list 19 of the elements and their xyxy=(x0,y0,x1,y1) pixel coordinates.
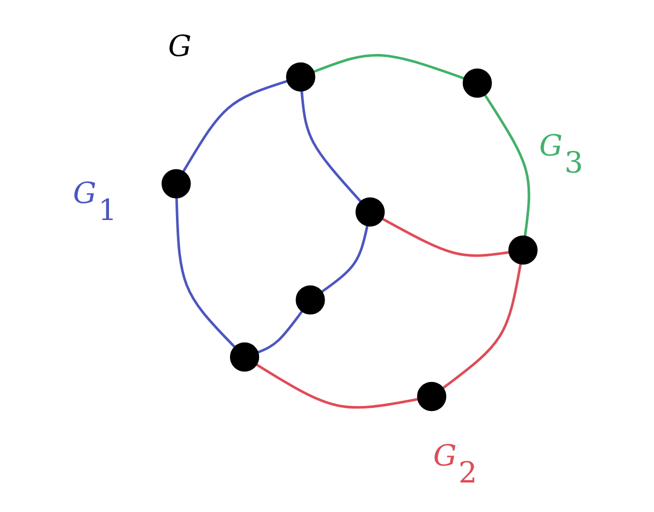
label: G xyxy=(168,29,192,64)
connector xyxy=(313,54,464,80)
connector xyxy=(182,80,288,172)
node-circle xyxy=(416,382,446,412)
connector xyxy=(382,218,510,257)
node-circle xyxy=(286,62,315,92)
node-circle xyxy=(229,342,259,372)
node-circle xyxy=(462,68,492,98)
connector xyxy=(256,310,302,354)
connector xyxy=(483,94,530,236)
node-circle xyxy=(355,197,384,227)
connector xyxy=(300,90,362,202)
node-circle xyxy=(161,169,190,198)
node-circle xyxy=(295,285,324,315)
connector xyxy=(174,197,236,348)
node-circle xyxy=(508,235,538,265)
connector xyxy=(255,363,418,409)
connector xyxy=(320,225,368,293)
connector xyxy=(441,264,522,390)
